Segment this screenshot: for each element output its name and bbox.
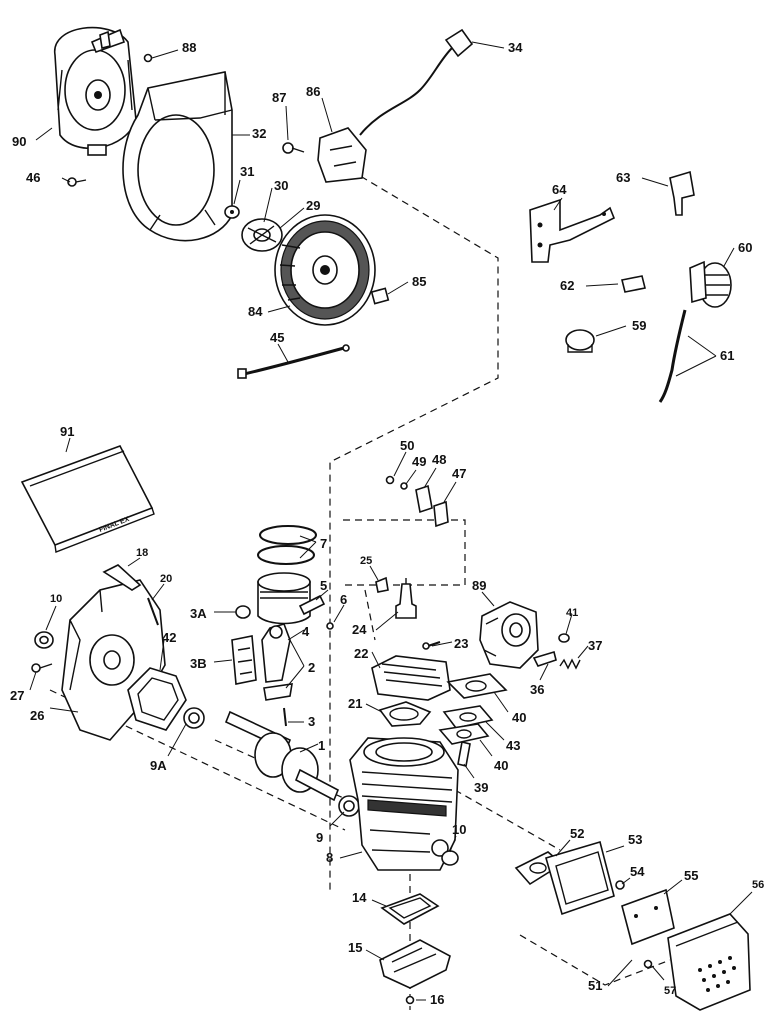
leader-lines [29, 41, 753, 1001]
label-47: 47 [452, 466, 466, 481]
label-85: 85 [412, 274, 426, 289]
label-39: 39 [474, 780, 488, 795]
label-48: 48 [432, 452, 446, 467]
label-52: 52 [570, 826, 584, 841]
label-22: 22 [354, 646, 368, 661]
label-4: 4 [302, 624, 310, 639]
label-57: 57 [664, 985, 676, 997]
label-88: 88 [182, 40, 196, 55]
label-24: 24 [352, 622, 367, 637]
label-89: 89 [472, 578, 486, 593]
blower-housing [122, 71, 233, 242]
label-27: 27 [10, 688, 24, 703]
label-26: 26 [30, 708, 44, 723]
label-46: 46 [26, 170, 40, 185]
part-labels: 88 34 90 87 86 32 46 31 30 29 64 63 60 6… [10, 40, 764, 1007]
label-37: 37 [588, 638, 602, 653]
label-86: 86 [306, 84, 320, 99]
label-36: 36 [530, 682, 544, 697]
label-5: 5 [320, 578, 327, 593]
label-41: 41 [566, 607, 578, 619]
crankcase-cover [31, 564, 187, 741]
carburetor [438, 601, 581, 745]
fuel-fittings [385, 475, 449, 528]
label-61: 61 [720, 348, 734, 363]
label-1: 1 [318, 738, 325, 753]
label-64: 64 [552, 182, 567, 197]
muffler-assembly [514, 840, 751, 1011]
label-10-left: 10 [50, 593, 62, 605]
flywheel-group [224, 205, 390, 326]
label-55: 55 [684, 868, 698, 883]
label-3b: 3B [190, 656, 207, 671]
label-53: 53 [628, 832, 642, 847]
label-90: 90 [12, 134, 26, 149]
label-16: 16 [430, 992, 444, 1007]
label-20: 20 [160, 573, 172, 585]
label-84: 84 [248, 304, 263, 319]
label-14: 14 [352, 890, 367, 905]
cylinder-block [349, 737, 471, 871]
label-59: 59 [632, 318, 646, 333]
label-31: 31 [240, 164, 254, 179]
label-54: 54 [630, 864, 645, 879]
ground-wire [237, 344, 350, 379]
label-34: 34 [508, 40, 523, 55]
ignition-coil [67, 28, 474, 187]
label-6: 6 [340, 592, 347, 607]
controls-group [529, 170, 732, 403]
piston-group [231, 525, 334, 727]
label-21: 21 [348, 696, 362, 711]
label-91: 91 [60, 424, 74, 439]
label-3a: 3A [190, 606, 207, 621]
label-43: 43 [506, 738, 520, 753]
label-15: 15 [348, 940, 362, 955]
label-9a: 9A [150, 758, 167, 773]
label-50: 50 [400, 438, 414, 453]
owners-manual: FINAL EX [20, 445, 155, 553]
label-56: 56 [752, 879, 764, 891]
label-49: 49 [412, 454, 426, 469]
label-62: 62 [560, 278, 574, 293]
label-7: 7 [320, 536, 327, 551]
label-60: 60 [738, 240, 752, 255]
label-3: 3 [308, 714, 315, 729]
label-40-lower: 40 [494, 758, 508, 773]
label-42: 42 [162, 630, 176, 645]
label-23: 23 [454, 636, 468, 651]
label-45: 45 [270, 330, 284, 345]
label-51: 51 [588, 978, 602, 993]
label-9: 9 [316, 830, 323, 845]
label-40-upper: 40 [512, 710, 526, 725]
label-87: 87 [272, 90, 286, 105]
base-plates [379, 893, 451, 1005]
label-25: 25 [360, 555, 372, 567]
label-8: 8 [326, 850, 333, 865]
label-2: 2 [308, 660, 315, 675]
label-63: 63 [616, 170, 630, 185]
label-10-right: 10 [452, 822, 466, 837]
cylinder-head [371, 576, 451, 727]
label-18: 18 [136, 547, 148, 559]
recoil-starter [54, 26, 137, 156]
label-29: 29 [306, 198, 320, 213]
label-32: 32 [252, 126, 266, 141]
label-30: 30 [274, 178, 288, 193]
crankshaft [183, 707, 360, 817]
